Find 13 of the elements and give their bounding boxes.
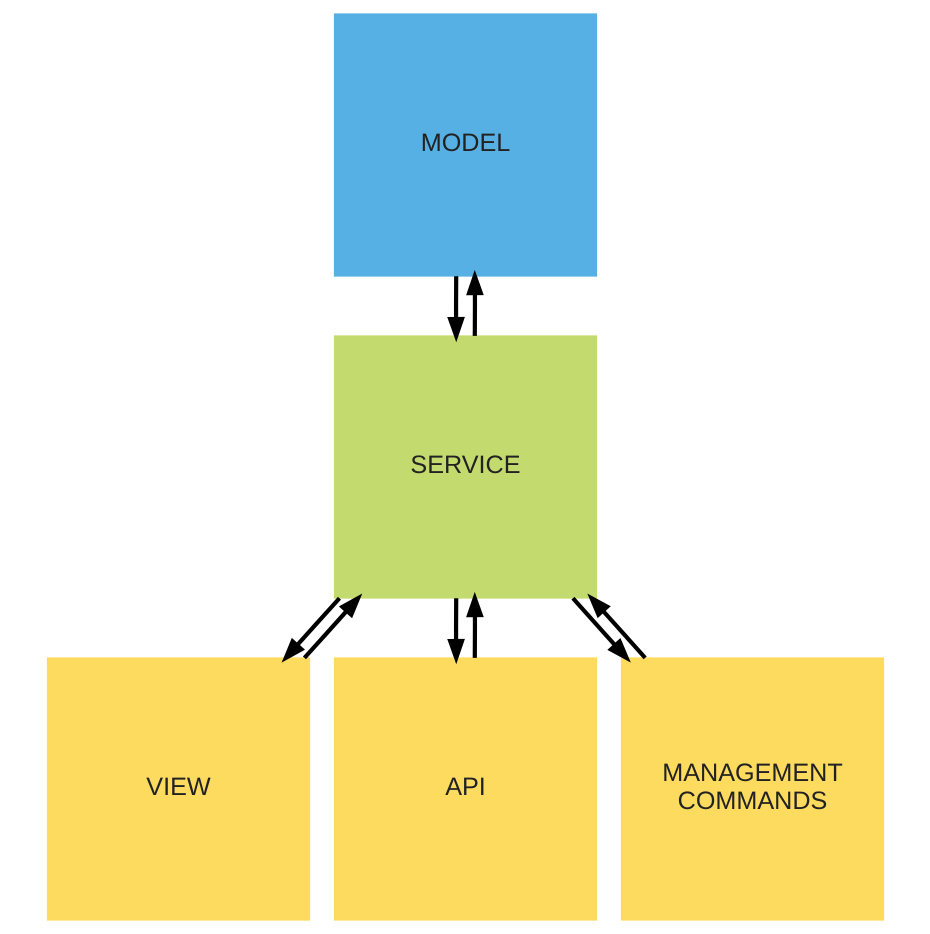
arrow	[302, 594, 362, 660]
node-box: MODEL	[333, 13, 597, 277]
arrow	[446, 276, 464, 342]
arrow	[570, 596, 630, 663]
node-box: SERVICE	[333, 335, 597, 599]
node-box: API	[333, 657, 597, 921]
arrow	[466, 592, 484, 658]
node-box: MANAGEMENT COMMANDS	[620, 657, 884, 921]
node-box: VIEW	[46, 657, 310, 921]
arrow	[586, 594, 646, 660]
arrow	[446, 598, 464, 664]
arrow	[466, 270, 484, 336]
arrow	[281, 596, 341, 663]
